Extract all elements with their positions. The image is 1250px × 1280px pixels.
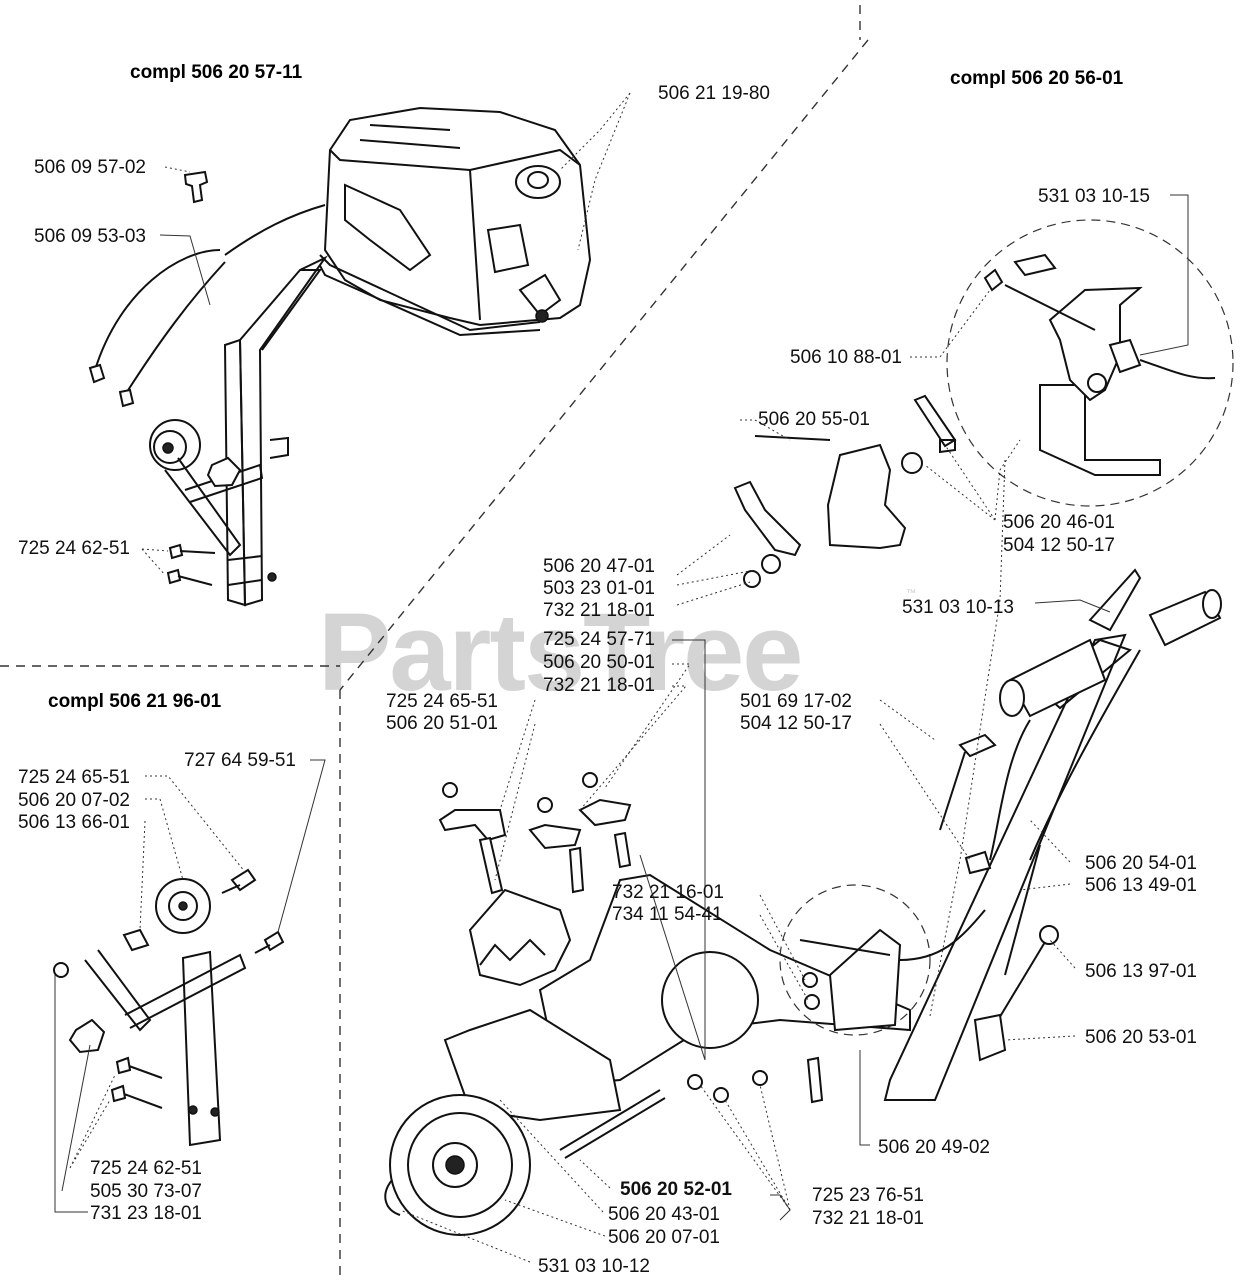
axle[interactable] bbox=[559, 1089, 666, 1159]
part-label[interactable]: 506 20 53-01 bbox=[1085, 1027, 1197, 1048]
assembly-title-throttle: compl 506 20 56-01 bbox=[950, 68, 1124, 89]
part-label[interactable]: 506 13 49-01 bbox=[1085, 875, 1197, 896]
assembly-title-wheel-kit: compl 506 21 96-01 bbox=[48, 691, 222, 712]
part-label[interactable]: 731 23 18-01 bbox=[90, 1203, 202, 1224]
divider-diagonal bbox=[339, 39, 869, 691]
fuel-hose[interactable] bbox=[224, 204, 326, 256]
bolt-a[interactable] bbox=[168, 543, 216, 560]
part-label[interactable]: 506 09 57-02 bbox=[34, 157, 146, 178]
nut-b[interactable] bbox=[743, 570, 761, 588]
part-label[interactable]: 725 23 76-51 bbox=[812, 1185, 924, 1206]
part-label[interactable]: 505 30 73-07 bbox=[90, 1181, 202, 1202]
return-spring[interactable] bbox=[754, 435, 831, 441]
clamp-plate[interactable] bbox=[438, 809, 507, 842]
part-label[interactable]: 504 12 50-17 bbox=[1003, 535, 1115, 556]
part-label[interactable]: 506 20 47-01 bbox=[543, 556, 655, 577]
part-label[interactable]: 506 20 43-01 bbox=[608, 1204, 720, 1225]
belt-guard[interactable] bbox=[468, 888, 572, 987]
part-label[interactable]: 506 20 52-01 bbox=[620, 1179, 732, 1200]
detail-circle-throttle bbox=[946, 219, 1234, 507]
part-label[interactable]: 506 09 53-03 bbox=[34, 226, 146, 247]
bolt-b[interactable] bbox=[166, 568, 213, 586]
lever-knob[interactable] bbox=[1039, 925, 1059, 945]
part-label[interactable]: 732 21 18-01 bbox=[543, 675, 655, 696]
watermark: PartsTree bbox=[318, 591, 801, 714]
part-label[interactable]: 506 20 46-01 bbox=[1003, 512, 1115, 533]
part-label[interactable]: 531 03 10-15 bbox=[1038, 186, 1150, 207]
part-label[interactable]: 732 21 18-01 bbox=[812, 1208, 924, 1229]
wing-knob[interactable] bbox=[206, 456, 242, 488]
part-label[interactable]: 734 11 54-41 bbox=[612, 904, 723, 925]
vent-valve[interactable] bbox=[183, 170, 209, 204]
fuel-tank-assembly bbox=[88, 106, 592, 607]
pivot-pin[interactable] bbox=[913, 394, 957, 454]
part-label[interactable]: 725 24 57-71 bbox=[543, 629, 655, 650]
assembly-title-fuel-tank: compl 506 20 57-11 bbox=[130, 62, 303, 83]
part-label[interactable]: 725 24 65-51 bbox=[386, 691, 498, 712]
part-label[interactable]: 506 20 07-01 bbox=[608, 1227, 720, 1248]
part-label[interactable]: 531 03 10-13 bbox=[902, 597, 1014, 618]
part-label[interactable]: 725 24 62-51 bbox=[18, 538, 130, 559]
fuel-tank[interactable] bbox=[323, 106, 592, 327]
throttle-assembly bbox=[946, 219, 1234, 507]
handle-bar[interactable] bbox=[883, 633, 1127, 1101]
spacer[interactable] bbox=[122, 928, 150, 952]
rear-wheel[interactable] bbox=[661, 951, 759, 1049]
part-label[interactable]: 506 20 50-01 bbox=[543, 652, 655, 673]
part-label[interactable]: 506 13 66-01 bbox=[18, 812, 130, 833]
detail-circle-tensioner bbox=[779, 884, 931, 1036]
throttle-trigger[interactable] bbox=[1088, 568, 1142, 632]
part-label[interactable]: 503 23 01-01 bbox=[543, 578, 655, 599]
part-label[interactable]: 506 20 51-01 bbox=[386, 713, 498, 734]
tension-spring[interactable] bbox=[799, 939, 891, 956]
part-label[interactable]: 732 21 16-01 bbox=[612, 882, 724, 903]
washer-a[interactable] bbox=[761, 554, 781, 574]
wheel-kit-knob[interactable] bbox=[68, 1018, 106, 1054]
part-label[interactable]: 725 24 62-51 bbox=[90, 1158, 202, 1179]
part-label[interactable]: 501 69 17-02 bbox=[740, 691, 852, 712]
part-label[interactable]: 506 20 07-02 bbox=[18, 790, 130, 811]
throttle-lever[interactable] bbox=[733, 480, 802, 557]
part-label[interactable]: 506 20 55-01 bbox=[758, 409, 870, 430]
throttle-linkage bbox=[733, 394, 957, 588]
circlip[interactable] bbox=[384, 1179, 401, 1216]
nut-a[interactable] bbox=[901, 452, 923, 474]
throttle-plate[interactable] bbox=[826, 443, 907, 550]
throttle-spring[interactable] bbox=[1004, 284, 1096, 331]
part-label[interactable]: 504 12 50-17 bbox=[740, 713, 852, 734]
main-frame-assembly bbox=[384, 568, 1222, 1236]
wheel-kit-frame[interactable] bbox=[181, 950, 222, 1147]
part-label[interactable]: 506 21 19-80 bbox=[658, 83, 770, 104]
watermark-tm: ™ bbox=[906, 588, 916, 599]
part-label[interactable]: 531 03 10-12 bbox=[538, 1256, 650, 1277]
part-label[interactable]: 732 21 18-01 bbox=[543, 600, 655, 621]
fuel-cap[interactable] bbox=[515, 165, 561, 199]
tank-bracket[interactable] bbox=[238, 255, 329, 607]
part-label[interactable]: 506 20 54-01 bbox=[1085, 853, 1197, 874]
part-label[interactable]: 506 20 49-02 bbox=[878, 1137, 990, 1158]
wheel-kit-assembly bbox=[53, 868, 285, 1147]
part-label[interactable]: 506 10 88-01 bbox=[790, 347, 902, 368]
cable-clamp[interactable] bbox=[939, 733, 997, 831]
tensioner-bracket[interactable] bbox=[828, 928, 902, 1032]
throttle-bracket[interactable] bbox=[1039, 384, 1161, 476]
part-label[interactable]: 727 64 59-51 bbox=[184, 750, 296, 771]
part-label[interactable]: 506 13 97-01 bbox=[1085, 961, 1197, 982]
part-label[interactable]: 725 24 65-51 bbox=[18, 767, 130, 788]
